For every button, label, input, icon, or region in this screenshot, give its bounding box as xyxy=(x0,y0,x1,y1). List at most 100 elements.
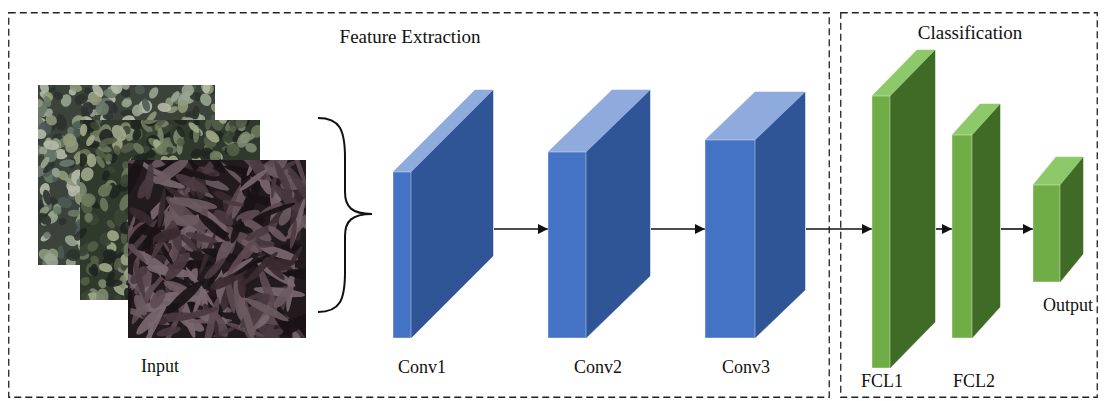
region-title: Feature Extraction xyxy=(340,26,481,49)
tea-leaf xyxy=(107,183,123,201)
dashed-region xyxy=(9,13,830,398)
tea-leaf xyxy=(173,170,211,196)
tea-leaf xyxy=(204,160,228,175)
tea-leaf xyxy=(80,123,88,137)
tea-leaf xyxy=(203,128,221,145)
node-shape xyxy=(548,90,651,381)
layer-block: Conv1 xyxy=(393,90,494,381)
tea-leaf xyxy=(151,160,191,188)
tea-leaf xyxy=(128,288,133,325)
node-shape xyxy=(952,104,1001,395)
tea-leaf xyxy=(233,120,249,131)
tea-leaf xyxy=(175,125,187,139)
tea-leaf xyxy=(128,221,150,246)
tea-leaf xyxy=(174,214,200,228)
tea-leaf xyxy=(93,100,111,118)
tea-leaf xyxy=(196,211,232,244)
node-shape xyxy=(840,12,1098,398)
tea-leaf xyxy=(213,320,219,338)
tea-leaf xyxy=(224,235,259,278)
tea-leaf xyxy=(224,134,234,144)
node-shape xyxy=(705,92,806,381)
tea-leaf xyxy=(218,120,227,125)
layer-block: FCL2 xyxy=(952,104,1001,395)
tea-leaf xyxy=(166,146,174,153)
photo-ground xyxy=(80,120,260,300)
tea-leaf xyxy=(155,324,181,338)
tea-leaf xyxy=(168,195,218,212)
layer-label: Conv1 xyxy=(398,357,446,379)
tea-leaf xyxy=(279,305,306,338)
block-top xyxy=(705,92,805,140)
tea-leaf xyxy=(42,139,59,151)
block-front xyxy=(952,135,972,338)
block-top xyxy=(1033,157,1083,185)
tea-leaf xyxy=(80,226,89,240)
tea-leaf xyxy=(152,138,162,148)
tea-leaf xyxy=(228,217,244,244)
tea-leaf xyxy=(87,265,100,278)
tea-leaf xyxy=(111,85,123,94)
flow-arrow xyxy=(806,228,872,230)
block-side xyxy=(972,104,1000,338)
tea-leaf xyxy=(240,304,256,338)
tea-leaf xyxy=(86,153,96,167)
tea-leaf xyxy=(98,262,113,274)
flow-arrow xyxy=(936,228,952,230)
tea-leaf xyxy=(84,133,96,147)
tea-leaf xyxy=(133,85,147,97)
tea-leaf xyxy=(272,160,295,197)
tea-leaf xyxy=(271,284,296,310)
tea-leaf xyxy=(156,189,167,229)
region-title: Classification xyxy=(918,22,1022,45)
tea-leaf xyxy=(104,153,113,162)
node-shape xyxy=(1033,157,1084,319)
tea-leaf xyxy=(52,90,65,102)
tea-leaf xyxy=(100,136,118,145)
tea-leaf xyxy=(62,137,81,155)
tea-leaf xyxy=(238,167,269,193)
tea-leaf xyxy=(204,120,213,130)
block-front xyxy=(548,152,586,338)
node-shape xyxy=(393,90,494,381)
layer-block: Conv2 xyxy=(548,90,651,381)
tea-leaf xyxy=(38,128,47,140)
tea-leaf xyxy=(73,92,89,106)
tea-leaf xyxy=(147,287,168,311)
tea-leaf xyxy=(98,197,109,213)
tea-leaf xyxy=(143,163,155,200)
tea-leaf xyxy=(53,206,61,215)
tea-leaf xyxy=(172,120,188,127)
tea-leaf xyxy=(238,132,256,143)
tea-leaf xyxy=(69,85,84,93)
tea-leaf xyxy=(131,128,142,142)
stage-region: FCL1FCL2OutputClassification xyxy=(840,12,1098,398)
tea-leaf xyxy=(155,120,169,128)
flow-arrow xyxy=(1001,228,1033,230)
tea-leaf xyxy=(151,226,182,245)
tea-leaf xyxy=(266,224,289,244)
stage-region: InputConv1Conv2Conv3Feature Extraction xyxy=(8,12,830,398)
tea-leaf xyxy=(80,153,88,168)
tea-leaf xyxy=(202,85,211,94)
block-top xyxy=(393,90,493,172)
tea-leaf xyxy=(39,155,51,169)
tea-leaf xyxy=(198,91,214,108)
tea-leaf xyxy=(105,228,121,243)
block-top xyxy=(548,90,650,152)
block-front xyxy=(393,172,411,338)
block-top xyxy=(952,104,1000,135)
tea-photo xyxy=(128,160,306,338)
layer-label: FCL1 xyxy=(861,371,903,393)
block-front xyxy=(705,140,755,338)
tea-leaf xyxy=(176,305,219,323)
tea-leaf xyxy=(90,85,106,99)
tea-leaf xyxy=(39,232,52,243)
tea-leaf xyxy=(286,267,306,281)
block-top xyxy=(872,50,935,96)
tea-photo xyxy=(38,85,215,265)
tea-leaf xyxy=(157,102,172,113)
layer-label: Conv2 xyxy=(574,357,622,379)
tea-leaf xyxy=(179,85,196,99)
